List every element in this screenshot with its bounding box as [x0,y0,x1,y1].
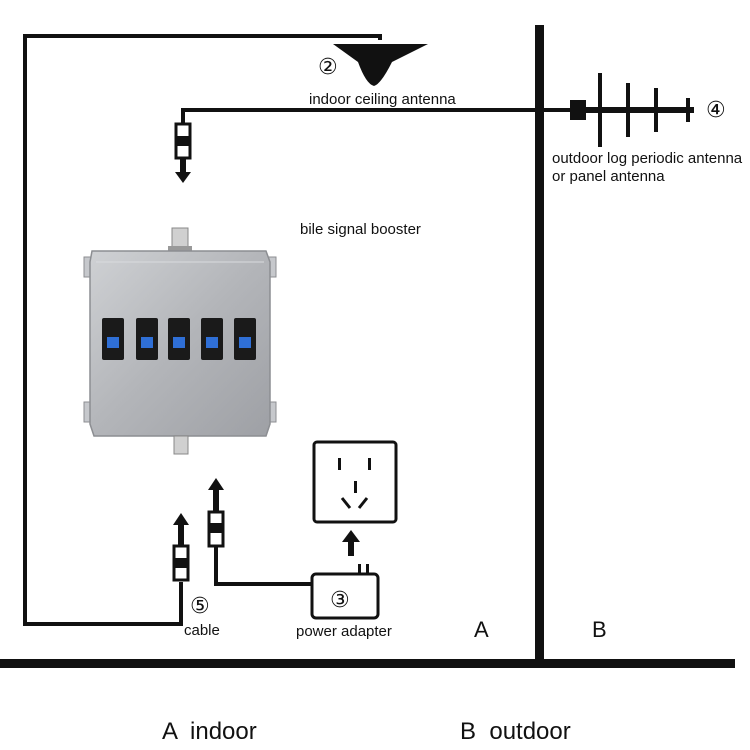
label-signal-booster: bile signal booster [300,221,421,238]
adapter-to-socket-arrow [342,530,360,556]
cable-connector [172,513,190,582]
power-cable-connector [207,478,225,548]
legend-indoor: A indoor [162,718,257,745]
wall-socket [312,440,398,524]
floor-line [0,659,735,668]
zone-label-a: A [474,617,489,642]
zone-label-b: B [592,617,607,642]
label-number-5: ⑤ [190,593,210,618]
power-cable [214,546,312,586]
outer-wall [535,25,544,665]
outdoor-cable [181,108,578,124]
label-number-2: ② [318,54,338,79]
label-cable: cable [184,622,220,639]
outdoor-antenna [570,73,694,147]
ceiling-antenna [333,44,428,86]
label-number-3: ③ [330,587,350,612]
cable-loop [23,34,382,626]
power-adapter [310,564,380,620]
label-outdoor-antenna: outdoor log periodic antenna or panel an… [552,150,743,185]
legend-outdoor: B outdoor [460,718,571,745]
top-connector [174,122,192,183]
label-power-adapter: power adapter [296,623,392,640]
signal-booster [40,205,320,480]
label-number-4: ④ [706,97,726,122]
label-ceiling-antenna: indoor ceiling antenna [309,91,456,108]
